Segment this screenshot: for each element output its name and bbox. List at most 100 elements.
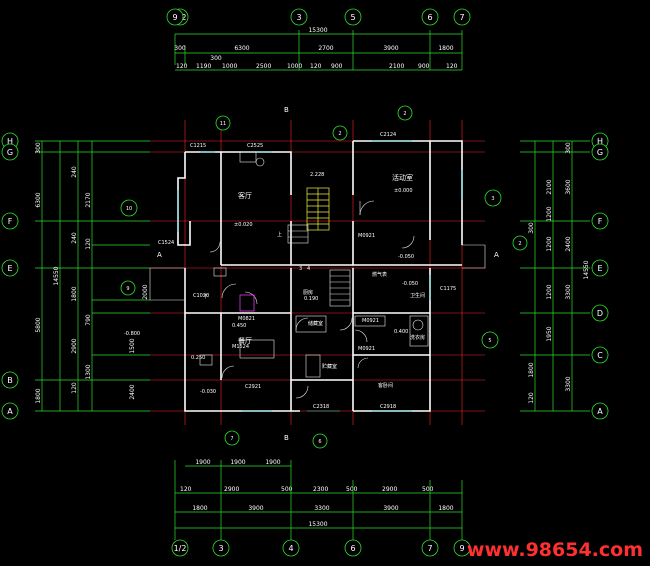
dim-right-i4: 1200 [546,236,553,251]
dim-right-m2: 2400 [565,236,572,251]
axis-top-2: 3 [296,13,301,22]
dim-left-i6: 790 [85,314,92,326]
dim-right-i2: 1200 [546,206,553,221]
dim-bot-r2-6: 2900 [382,486,397,493]
mark-nw: 11 [220,121,226,127]
axis-top-3: 5 [350,13,355,22]
axis-right-d: D [597,309,603,318]
dim-left-o2: 6300 [35,192,42,207]
dim-right-i3: 300 [528,222,535,234]
mark-e2: 2 [518,241,521,247]
room-fuel: 燃气表 [372,271,387,278]
axis-right-h: H [597,137,603,146]
tag-step-4: 4 [307,266,310,272]
dim-left-i1: 240 [71,166,78,178]
dim-bot-r3-4: 3900 [383,505,398,512]
dim-top-r2-9: 900 [418,63,430,70]
dim-right-i1: 2100 [546,179,553,194]
right-axis: H G F E D C A 300 14550 3300 3600 2400 3… [520,132,609,420]
level-d: -0.030 [200,389,216,395]
mark-sw: 7 [230,436,233,442]
dim-left-i2: 2170 [85,192,92,207]
dim-top-r2-2: 1190 [196,63,211,70]
room-laundry: 洗衣房 [410,334,425,341]
axis-right-f: F [598,217,603,226]
dim-top-r2-7: 900 [331,63,343,70]
room-living: 客厅 [238,191,252,200]
mark-e1: 3 [491,196,494,202]
tag-step-3: 3 [299,266,302,272]
dim-left-e2: 1500 [129,338,136,353]
room-store: 储藏室 [308,320,323,327]
dim-right-o2: 14550 [583,260,590,279]
dim-left-i9: 120 [71,382,78,394]
dim-left-i4: 120 [85,238,92,250]
level-b: -0.050 [398,254,414,260]
top-dimensions: 15300 300 6300 2700 3900 1800 300 120 11… [174,27,463,71]
dim-bot-r1-1: 1900 [195,459,210,466]
axis-left-h: H [7,137,13,146]
tag-section-b-north: B [284,106,289,114]
bottom-dimensions: 1900 1900 1900 120 2900 500 2300 500 290… [174,459,463,540]
axis-bot-4: 6 [350,544,355,553]
tag-c1020: C1020 [193,293,209,299]
dim-top-r2-10: 120 [446,63,458,70]
tag-m0921a: M0921 [358,233,375,239]
axis-top-5: 7 [459,13,464,22]
dim-left-o3: 14550 [53,266,60,285]
dim-left-i3: 240 [71,232,78,244]
dim-bot-r2-4: 2300 [313,486,328,493]
dim-top-r2-6: 120 [310,63,322,70]
dim-right-o3: 3300 [565,376,572,391]
dim-bot-r2-1: 120 [180,486,192,493]
dim-top-r2-8: 2100 [389,63,404,70]
axis-right-g: G [597,148,603,157]
tag-m0921b: M0921 [362,318,379,324]
tag-c2921: C2921 [245,384,261,390]
dim-top-r2-3: 1000 [222,63,237,70]
dim-bot-r3-3: 3300 [314,505,329,512]
mark-n1: 2 [403,111,406,117]
tag-section-a-west: A [157,251,162,259]
dim-left-i7: 2900 [71,338,78,353]
room-guest: 客卧间 [378,382,393,389]
level-dining: 0.450 [232,323,246,329]
tag-m1524: M1524 [232,344,249,350]
level-living: ±0.020 [234,222,253,228]
dim-bot-r1-2: 1900 [230,459,245,466]
dim-bot-total: 15300 [308,521,327,528]
dim-left-e1: 2000 [142,284,149,299]
dim-top-r1-1: 300 [174,45,186,52]
dim-bot-r3-1: 1800 [192,505,207,512]
dim-bot-r1-3: 1900 [265,459,280,466]
room-dining: 餐厅 [238,336,252,345]
room-activity: 活动室 [392,173,413,182]
axis-left-g: G [7,148,13,157]
tag-c2228: 2.228 [310,172,324,178]
dim-left-o4: 5800 [35,317,42,332]
dim-left-i8: 1300 [85,364,92,379]
level-kitchen: 0.400 [394,329,408,335]
axis-right-c: C [597,351,603,360]
dim-top-r1-5: 1800 [438,45,453,52]
level-activity: ±0.000 [394,188,413,194]
level-e: 0.250 [191,355,205,361]
axis-left-f: F [8,217,13,226]
tag-down: 下 [203,294,208,300]
axis-left-a: A [7,407,13,416]
tag-up: 上 [277,231,282,238]
doors [209,200,415,399]
dim-bot-r2-7: 500 [422,486,434,493]
dim-right-o1: 300 [565,142,572,154]
tag-c2918: C2918 [380,404,396,410]
axis-left-e: E [7,264,12,273]
dim-bot-r2-2: 2900 [224,486,239,493]
tag-c1524: C1524 [158,240,174,246]
axis-right-e: E [597,264,602,273]
tag-c1175: C1175 [440,286,456,292]
mark-w: 10 [126,206,132,212]
bottom-axis-bubbles: 1/2 3 4 6 7 9 [171,539,471,557]
windows [177,140,463,412]
tag-section-b-south: B [284,434,289,442]
